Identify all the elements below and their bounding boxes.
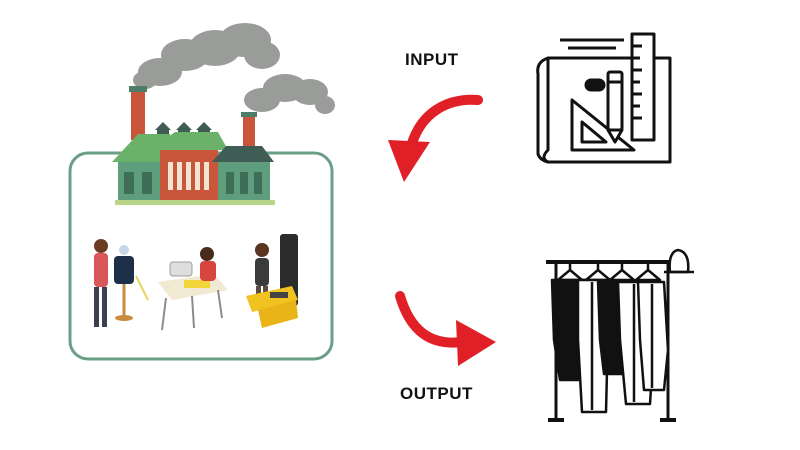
input-label: INPUT: [405, 50, 459, 69]
output-label: OUTPUT: [400, 384, 473, 403]
smoke-icon: [133, 23, 335, 114]
tailor-figure-icon: [94, 239, 149, 327]
sewing-figure-icon: [158, 247, 228, 331]
pressing-figure-icon: [246, 234, 298, 328]
